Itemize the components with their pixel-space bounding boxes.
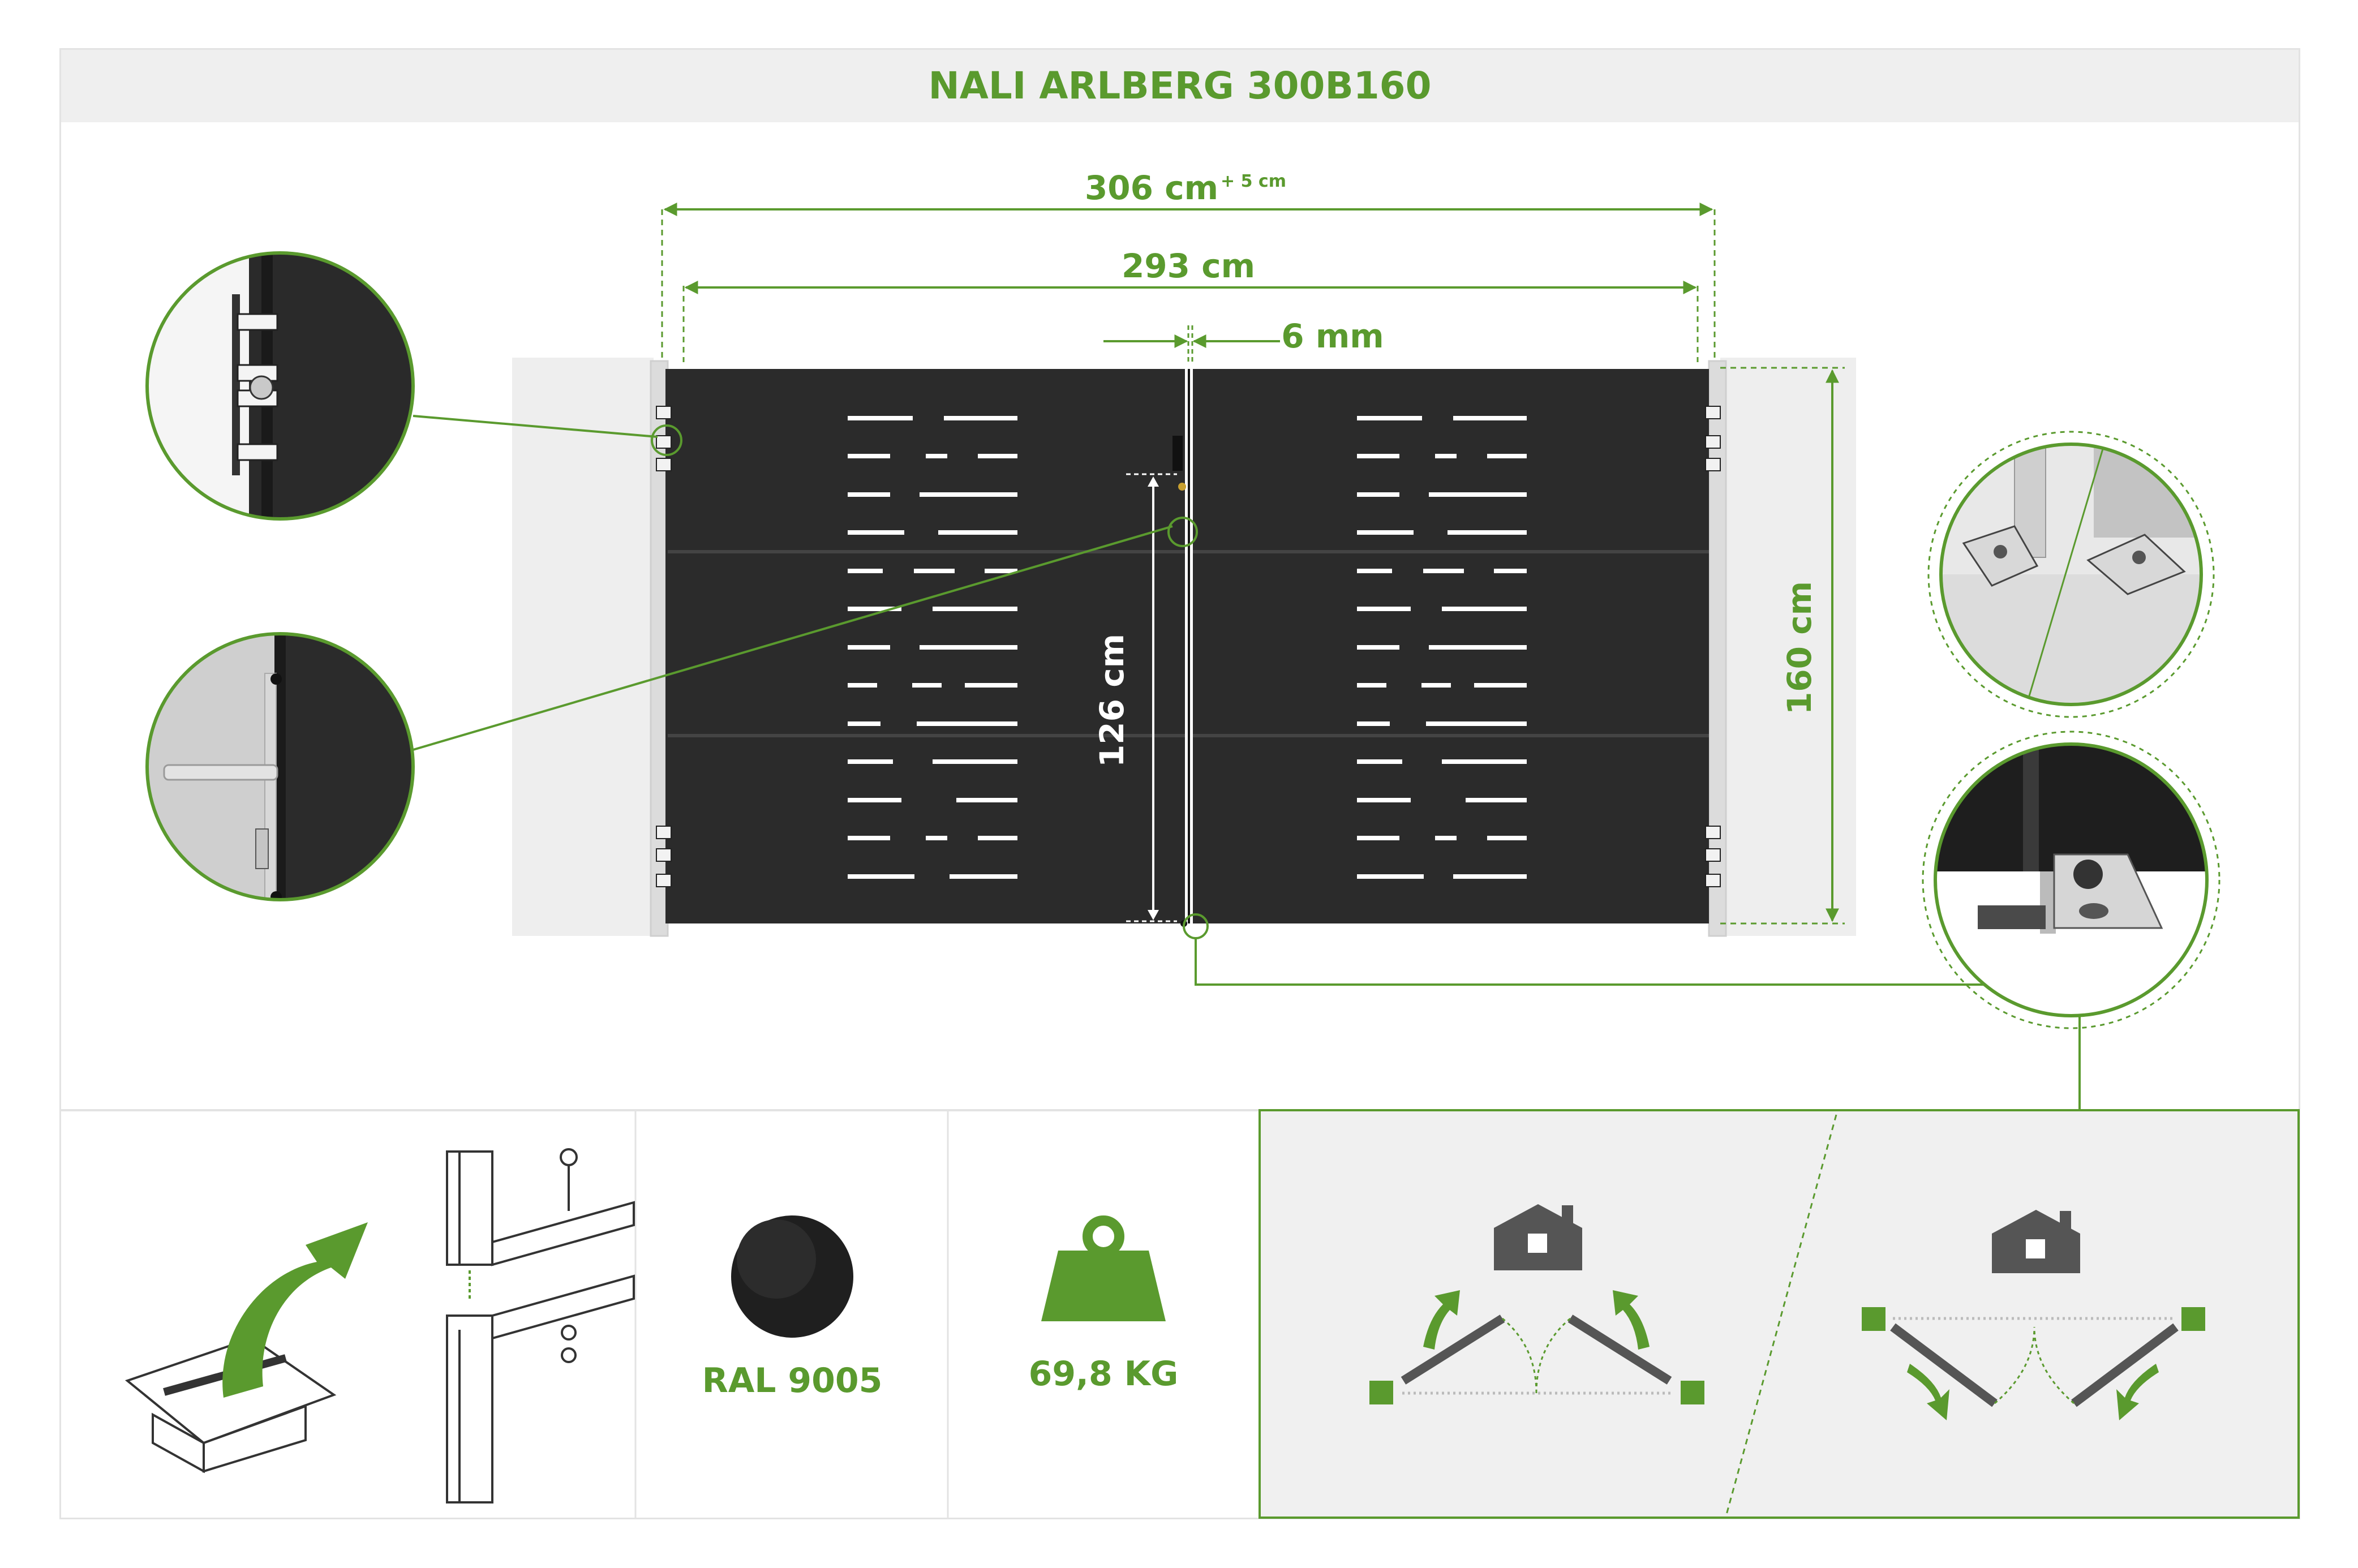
weight-label: 69,8 KG — [1029, 1354, 1179, 1394]
opening-direction-panel — [1259, 1109, 2300, 1519]
house-icon — [1992, 1210, 2080, 1273]
left-wall-bg — [512, 358, 654, 936]
dim-height: 160 cm — [1780, 581, 1819, 715]
color-swatch-icon — [731, 1215, 853, 1338]
box-unpack-icon — [124, 1222, 368, 1474]
dim-handle-height: 126 cm — [1093, 634, 1131, 767]
lock-body — [1172, 436, 1183, 471]
detail-handle-closeup — [145, 632, 415, 901]
slot-pattern-right — [1357, 416, 1527, 879]
detail-center-stop — [1922, 731, 2220, 1029]
weight-icon — [1041, 1215, 1166, 1321]
opening-outward-diagram — [1862, 1210, 2205, 1420]
house-icon — [1494, 1204, 1582, 1270]
assembly-icon — [446, 1148, 635, 1503]
right-post — [1708, 360, 1727, 937]
opening-inward-diagram — [1369, 1204, 1704, 1404]
dimensions: 306 cm + 5 cm 293 cm 6 mm 160 cm 126 cm — [661, 169, 1845, 925]
dim-gap: 6 mm — [1281, 317, 1384, 355]
dim-total-width-tolerance: + 5 cm — [1221, 171, 1286, 191]
slot-pattern-left — [848, 416, 1017, 879]
title-bar — [61, 50, 2299, 122]
feature-strip — [61, 1109, 2300, 1519]
detail-ground-stopper — [1927, 431, 2215, 718]
dim-total-width: 306 cm — [1085, 169, 1218, 207]
gate-illustration — [512, 358, 1856, 937]
callout-lines — [413, 415, 2081, 1109]
hinges — [656, 406, 1721, 887]
left-post — [650, 360, 669, 937]
dim-gate-width: 293 cm — [1122, 247, 1255, 285]
color-label: RAL 9005 — [702, 1361, 883, 1401]
detail-hinge-closeup — [145, 251, 415, 521]
page-title: NALI ARLBERG 300B160 — [928, 64, 1432, 108]
